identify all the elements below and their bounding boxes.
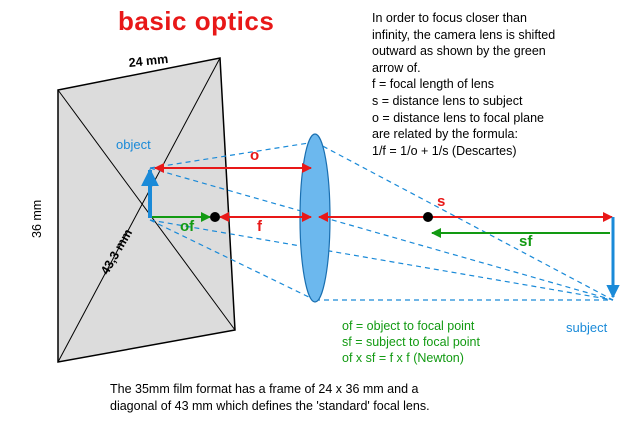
footer-line: The 35mm film format has a frame of 24 x… <box>110 382 419 396</box>
o-label: o <box>250 147 260 164</box>
explanation-line: 1/f = 1/o + 1/s (Descartes) <box>372 143 517 158</box>
footer-line: diagonal of 43 mm which defines the 'sta… <box>110 399 430 413</box>
focal-point-right <box>423 212 433 222</box>
explanation-text: In order to focus closer than infinity, … <box>372 10 555 159</box>
frame-diagonal-2 <box>57 57 221 363</box>
explanation-line: are related by the formula: <box>372 127 518 142</box>
footer-caption: The 35mm film format has a frame of 24 x… <box>110 381 430 415</box>
f-label: f <box>257 218 262 235</box>
explanation-line: f = focal length of lens <box>372 77 494 92</box>
newton-line: of = object to focal point <box>342 319 475 333</box>
explanation-line: infinity, the camera lens is shifted <box>372 27 556 42</box>
s-label: s <box>437 193 446 210</box>
explanation-line: o = distance lens to focal plane <box>372 110 544 125</box>
explanation-line: In order to focus closer than <box>372 11 527 25</box>
of-label: of <box>180 218 195 235</box>
explanation-line: s = distance lens to subject <box>372 93 523 108</box>
frame-diagonal-1 <box>57 89 236 331</box>
explanation-line: outward as shown by the green <box>372 44 546 59</box>
sf-label: sf <box>519 233 533 250</box>
frame-height-label: 36 mm <box>30 199 44 238</box>
focal-point-left <box>210 212 220 222</box>
subject-label: subject <box>566 320 608 335</box>
explanation-line: arrow of. <box>372 60 421 75</box>
object-label: object <box>116 137 151 152</box>
newton-line: sf = subject to focal point <box>342 335 480 349</box>
newton-line: of x sf = f x f (Newton) <box>342 351 464 365</box>
newton-formula-text: of = object to focal point sf = subject … <box>342 318 480 366</box>
page-title: basic optics <box>118 6 275 36</box>
